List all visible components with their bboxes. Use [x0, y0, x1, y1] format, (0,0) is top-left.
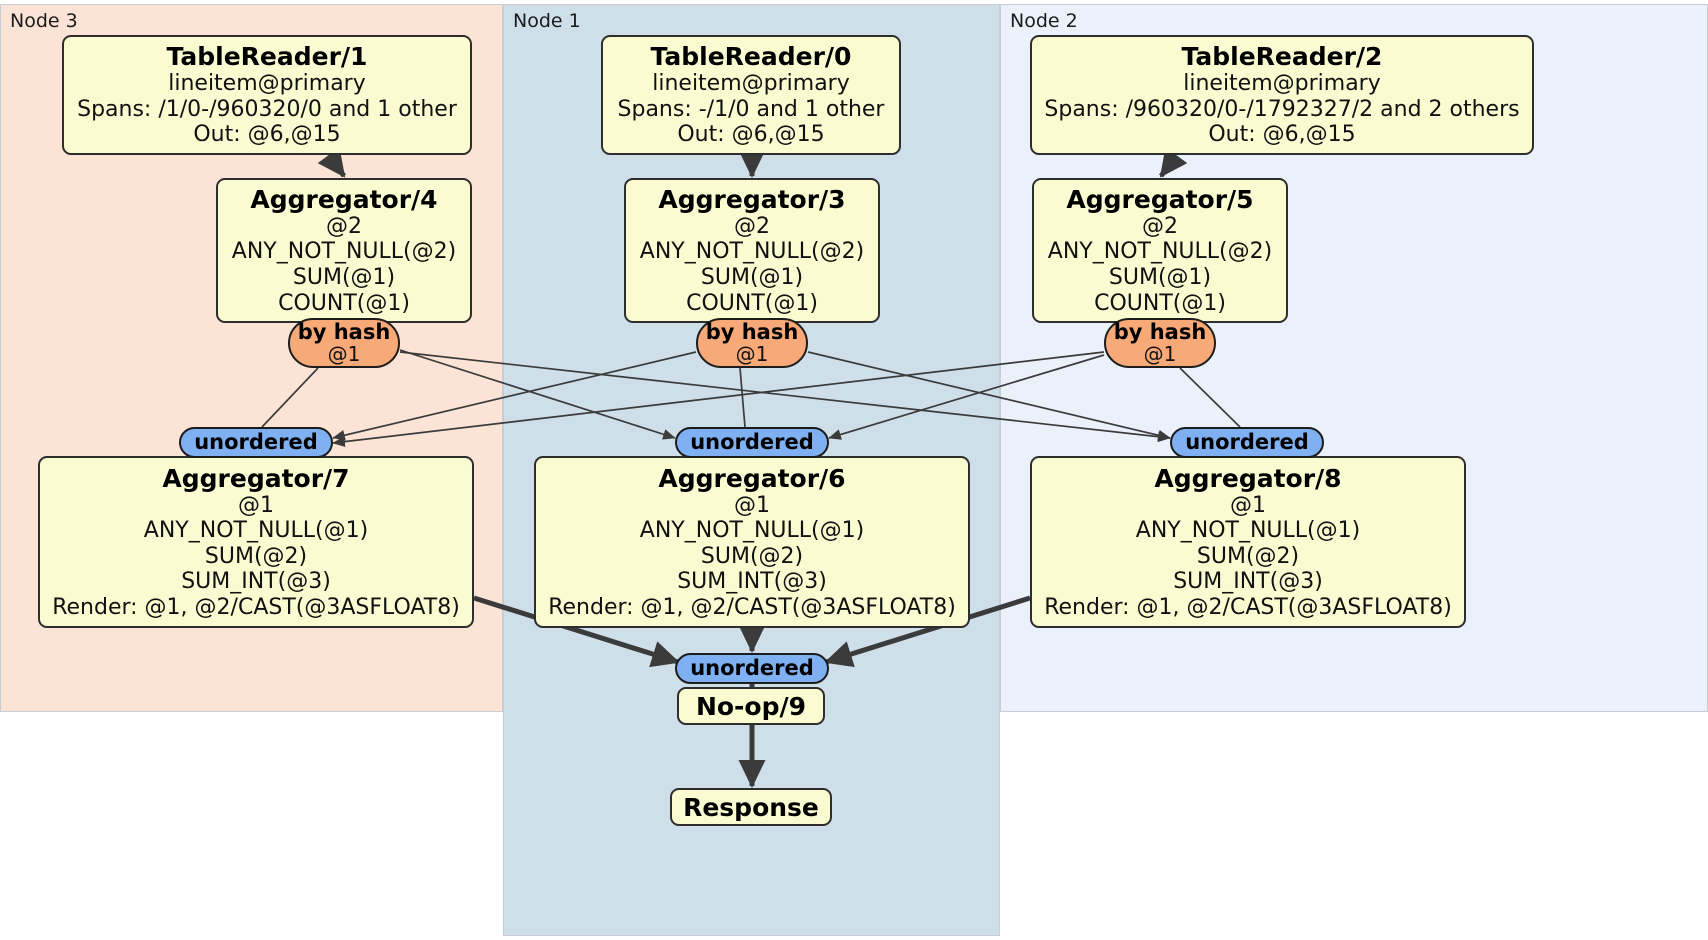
processor-detail-line: ANY_NOT_NULL(@2)	[1047, 239, 1273, 265]
router-label: by hash	[297, 320, 391, 345]
router-sublabel: @1	[1143, 341, 1177, 366]
edge-tablereader-2-to-aggregator-5	[1158, 147, 1188, 178]
processor-detail-line: @1	[1230, 492, 1266, 518]
router-label: by hash	[1113, 320, 1207, 345]
processor-detail-line: @1	[238, 492, 274, 518]
processor-detail-line: lineitem@primary	[1183, 71, 1381, 97]
router-unordered-9[interactable]: unordered	[675, 653, 829, 684]
edge-aggregator-8-to-unordered-9	[824, 595, 1031, 668]
node-panel-label: Node 3	[10, 10, 78, 32]
processor-title: Aggregator/3	[658, 184, 846, 214]
processor-detail-line: Render: @1, @2/CAST(@3ASFLOAT8)	[52, 594, 460, 620]
edge-by-hash-4-to-unordered-7	[261, 367, 319, 428]
processor-title: TableReader/1	[166, 42, 368, 72]
router-label: unordered	[1185, 430, 1309, 455]
router-by-hash-5[interactable]: by hash@1	[1104, 318, 1216, 368]
processor-detail-line: SUM(@2)	[1196, 543, 1300, 569]
router-label: by hash	[705, 320, 799, 345]
processor-no-op-9[interactable]: No-op/9	[677, 687, 825, 725]
node-panel-label: Node 1	[513, 10, 581, 32]
processor-detail-line: SUM(@1)	[292, 265, 396, 290]
processor-detail-line: Out: @6,@15	[1208, 122, 1356, 148]
processor-detail-line: COUNT(@1)	[686, 290, 818, 316]
processor-detail-line: SUM(@2)	[204, 543, 308, 569]
processor-detail-line: SUM_INT(@3)	[1173, 569, 1323, 595]
edge-by-hash-5-to-unordered-7	[332, 351, 1105, 448]
router-unordered-7[interactable]: unordered	[179, 427, 333, 458]
edge-by-hash-3-to-unordered-8	[807, 351, 1171, 441]
processor-title: Aggregator/6	[658, 463, 846, 493]
processor-title: Aggregator/5	[1066, 184, 1254, 214]
processor-detail-line: @1	[734, 492, 770, 518]
processor-detail-line: ANY_NOT_NULL(@2)	[231, 239, 457, 265]
router-unordered-8[interactable]: unordered	[1170, 427, 1324, 458]
edge-by-hash-4-to-unordered-6	[399, 349, 676, 440]
processor-detail-line: Render: @1, @2/CAST(@3ASFLOAT8)	[548, 594, 956, 620]
processor-title: TableReader/0	[650, 42, 852, 72]
processor-detail-line: SUM(@1)	[700, 265, 804, 290]
edge-aggregator-7-to-unordered-9	[473, 595, 680, 668]
processor-detail-line: Spans: -/1/0 and 1 other	[617, 96, 885, 122]
router-by-hash-3[interactable]: by hash@1	[696, 318, 808, 368]
processor-detail-line: Spans: /1/0-/960320/0 and 1 other	[77, 96, 457, 122]
processor-detail-line: ANY_NOT_NULL(@1)	[1135, 518, 1361, 544]
router-label: unordered	[690, 430, 814, 455]
processor-title: No-op/9	[695, 691, 807, 721]
router-by-hash-4[interactable]: by hash@1	[288, 318, 400, 368]
edge-by-hash-3-to-unordered-7	[332, 351, 697, 441]
processor-title: TableReader/2	[1181, 42, 1383, 72]
edge-by-hash-4-to-unordered-8	[399, 351, 1171, 443]
processor-detail-line: lineitem@primary	[652, 71, 850, 97]
processor-title: Aggregator/8	[1154, 463, 1342, 493]
processor-detail-line: COUNT(@1)	[278, 290, 410, 316]
processor-detail-line: Render: @1, @2/CAST(@3ASFLOAT8)	[1044, 594, 1452, 620]
processor-detail-line: SUM(@2)	[700, 543, 804, 569]
processor-detail-line: ANY_NOT_NULL(@1)	[639, 518, 865, 544]
router-sublabel: @1	[735, 341, 769, 366]
processor-detail-line: ANY_NOT_NULL(@2)	[639, 239, 865, 265]
processor-response[interactable]: Response	[670, 788, 832, 826]
edge-by-hash-5-to-unordered-6	[828, 354, 1105, 440]
processor-detail-line: @2	[326, 213, 362, 239]
router-unordered-6[interactable]: unordered	[675, 427, 829, 458]
processor-detail-line: Out: @6,@15	[677, 122, 825, 148]
edge-by-hash-5-to-unordered-8	[1179, 367, 1241, 428]
processor-detail-line: @2	[1142, 213, 1178, 239]
processor-detail-line: COUNT(@1)	[1094, 290, 1226, 316]
processor-detail-line: SUM_INT(@3)	[181, 569, 331, 595]
processor-detail-line: lineitem@primary	[168, 71, 366, 97]
processor-title: Aggregator/4	[250, 184, 438, 214]
processor-detail-line: SUM_INT(@3)	[677, 569, 827, 595]
processor-detail-line: SUM(@1)	[1108, 265, 1212, 290]
router-label: unordered	[690, 656, 814, 681]
edge-tablereader-1-to-aggregator-4	[317, 147, 347, 178]
processor-title: Aggregator/7	[162, 463, 350, 493]
processor-detail-line: Spans: /960320/0-/1792327/2 and 2 others	[1044, 96, 1520, 122]
edge-by-hash-3-to-unordered-6	[739, 367, 746, 428]
processor-detail-line: ANY_NOT_NULL(@1)	[143, 518, 369, 544]
processor-title: Response	[683, 792, 819, 822]
router-label: unordered	[194, 430, 318, 455]
processor-detail-line: @2	[734, 213, 770, 239]
router-sublabel: @1	[327, 341, 361, 366]
processor-detail-line: Out: @6,@15	[193, 122, 341, 148]
node-panel-label: Node 2	[1010, 10, 1078, 32]
